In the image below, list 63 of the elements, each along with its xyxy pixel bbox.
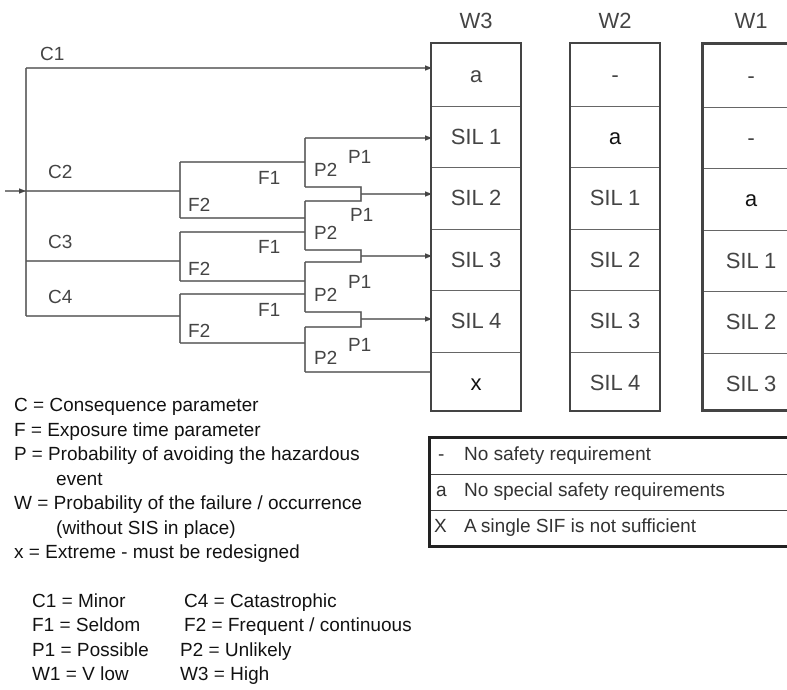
- arrow: [26, 65, 432, 71]
- table-cell: SIL 3: [432, 228, 520, 290]
- table-cell: -: [704, 45, 787, 106]
- table-cell: a: [432, 44, 520, 106]
- note-text: C = Consequence parameter: [14, 394, 260, 418]
- column-header: W1: [734, 7, 768, 35]
- table-cell: -: [704, 106, 787, 168]
- note-text: C1 = Minor: [32, 590, 126, 614]
- table-cell: SIL 2: [704, 291, 787, 352]
- legend-symbol: a: [436, 479, 447, 502]
- branch-label: P2: [314, 159, 338, 182]
- note-text: P = Probability of avoiding the hazardous event: [14, 443, 361, 492]
- branch-label: F2: [188, 258, 210, 281]
- legend-symbol: -: [438, 443, 444, 466]
- table-cell: SIL 3: [704, 352, 787, 414]
- note-text: F2 = Frequent / continuous: [184, 614, 413, 638]
- note-text: P1 = Possible: [32, 639, 150, 663]
- note-text: P2 = Unlikely: [180, 639, 292, 663]
- table-cell: SIL 3: [571, 290, 659, 352]
- legend-text: No safety requirement: [464, 443, 651, 466]
- branch-label: F2: [188, 194, 210, 217]
- branch-label: P2: [314, 222, 338, 245]
- arrow: [361, 316, 432, 322]
- legend-symbol: X: [434, 515, 447, 538]
- table-cell: a: [704, 168, 787, 230]
- branch-label: F1: [258, 167, 280, 190]
- branch-label: P1: [350, 204, 374, 227]
- table-cell: SIL 4: [432, 290, 520, 352]
- branch-label: P2: [314, 347, 338, 370]
- arrow: [305, 135, 432, 141]
- branch-label: F2: [188, 320, 210, 343]
- arrow: [361, 191, 432, 197]
- branch-label: C3: [48, 231, 72, 254]
- note-text: x = Extreme - must be redesigned: [14, 541, 301, 565]
- table-cell: SIL 1: [571, 167, 659, 228]
- branch-label: P1: [348, 334, 372, 357]
- table-cell: a: [571, 106, 659, 167]
- note-text: F1 = Seldom: [32, 614, 142, 638]
- column-header: W2: [598, 7, 632, 35]
- table-cell: -: [571, 44, 659, 106]
- branch-label: F1: [258, 236, 280, 259]
- branch-label: P1: [348, 271, 372, 294]
- legend-text: No special safety requirements: [464, 479, 725, 502]
- branch-label: F1: [258, 299, 280, 322]
- arrow: [361, 253, 432, 259]
- branch-label: C2: [48, 161, 72, 184]
- note-text: W = Probability of the failure / occurrence (without SIS in place): [14, 492, 363, 540]
- table-cell: SIL 2: [432, 167, 520, 228]
- branch-label: P1: [348, 146, 372, 169]
- table-cell: SIL 1: [704, 230, 787, 291]
- table-cell: SIL 1: [432, 106, 520, 167]
- column-header: W3: [458, 7, 494, 35]
- table-cell: SIL 4: [571, 352, 659, 413]
- branch-label: C4: [48, 286, 72, 309]
- branch-label: C1: [40, 43, 64, 66]
- table-cell: x: [432, 352, 520, 413]
- legend-text: A single SIF is not sufficient: [464, 515, 696, 538]
- note-text: F = Exposure time parameter: [14, 419, 262, 443]
- branch-label: P2: [314, 284, 338, 307]
- note-text: W1 = V low: [32, 663, 130, 687]
- table-cell: SIL 2: [571, 228, 659, 290]
- note-text: C4 = Catastrophic: [184, 590, 338, 614]
- note-text: W3 = High: [180, 663, 270, 687]
